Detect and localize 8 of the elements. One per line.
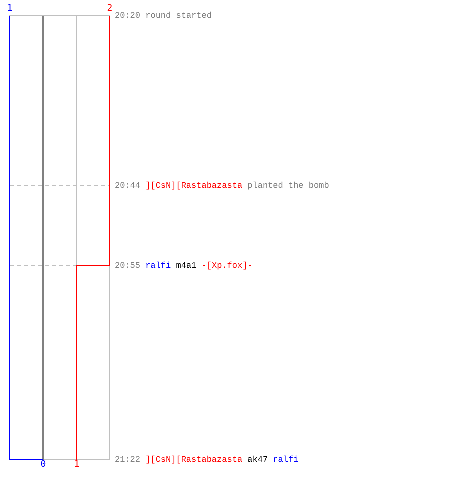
value-label: 0 [40, 461, 48, 470]
event-text: 21:22 ][CsN][Rastabazasta ak47 ralfi [115, 455, 299, 465]
value-label: 1 [6, 5, 14, 14]
event-text: 20:44 ][CsN][Rastabazasta planted the bomb [115, 181, 330, 191]
value-label: 2 [106, 5, 114, 14]
event-text: 20:55 ralfi m4a1 -[Xp.fox]- [115, 261, 253, 271]
event-text: 20:20 round started [115, 11, 212, 21]
value-label: 1 [73, 461, 81, 470]
